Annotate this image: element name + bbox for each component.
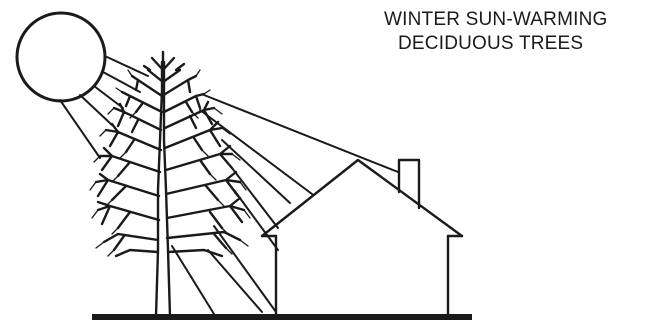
tree-trunk [156, 62, 170, 316]
tree-twigs [90, 70, 250, 256]
house-roof [262, 160, 462, 236]
house-chimney [399, 160, 419, 208]
ground-line [92, 314, 472, 320]
deciduous-tree-icon [90, 52, 250, 316]
sun-ray-12 [172, 246, 214, 314]
house-walls [276, 236, 448, 316]
sun-icon [17, 13, 105, 101]
sun-ray-8 [222, 140, 290, 203]
house-icon [262, 160, 462, 316]
tree-branches-lower [96, 146, 244, 256]
sun-ray-1 [107, 57, 148, 76]
sun-ray-6 [204, 95, 398, 172]
sun-ray-2 [103, 72, 140, 92]
sun-ray-4 [80, 95, 112, 125]
